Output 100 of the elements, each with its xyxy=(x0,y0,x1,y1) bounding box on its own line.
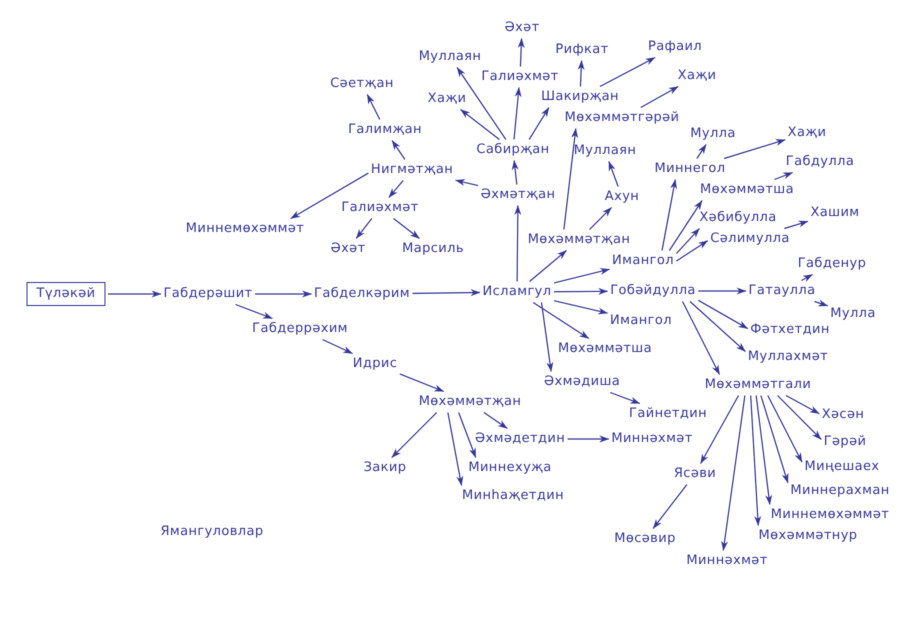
arrow xyxy=(514,205,522,282)
person-name: Муллаян xyxy=(574,143,636,159)
arrow xyxy=(696,144,707,159)
person-name: Хәбибулла xyxy=(699,210,777,226)
person-name: Ахун xyxy=(604,189,640,205)
person-name: Хәсән xyxy=(822,407,864,423)
person-name: Мөсәвир xyxy=(614,531,676,547)
person-name: Габдулла xyxy=(786,154,854,170)
person-name: Галимҗан xyxy=(348,122,422,138)
arrow xyxy=(366,94,380,120)
person-name: Миннәхмәт xyxy=(611,431,693,447)
arrow xyxy=(721,395,746,551)
person-name: Сабирҗан xyxy=(476,142,550,158)
arrow xyxy=(392,140,406,160)
person-name: Галиәхмәт xyxy=(481,69,559,85)
person-name: Муллаян xyxy=(418,49,482,65)
arrow xyxy=(760,395,788,484)
person-name: Исламгул xyxy=(482,284,552,300)
person-name: Миннерахман xyxy=(790,483,890,499)
person-name: Марсиль xyxy=(402,241,464,257)
person-name: Миннемөхәммәт xyxy=(186,221,304,237)
person-name: Гатаулла xyxy=(748,283,816,299)
person-name: Рафаил xyxy=(648,39,702,55)
family-name-label: Ямангуловлар xyxy=(160,524,264,540)
person-name: Нигмәтҗан xyxy=(370,162,454,178)
person-name: Идрис xyxy=(352,356,398,372)
arrow xyxy=(676,240,708,262)
arrow xyxy=(412,289,480,296)
arrow xyxy=(724,139,786,160)
person-name: Гайнетдин xyxy=(629,406,707,422)
person-name: Ясәви xyxy=(674,466,716,482)
arrow xyxy=(512,160,519,185)
person-name: Имангол xyxy=(612,253,674,269)
arrow xyxy=(589,207,612,230)
person-name: Шакирҗан xyxy=(541,89,619,105)
person-name: Мулла xyxy=(690,126,736,142)
arrow xyxy=(690,301,746,352)
arrow xyxy=(698,300,748,330)
arrow xyxy=(529,250,567,282)
person-name: Мөхәммәтҗан xyxy=(418,394,522,410)
person-name: Сәетҗан xyxy=(330,76,394,92)
arrow xyxy=(400,373,444,392)
person-name: Әхмәдетдин xyxy=(474,431,566,447)
person-name: Хаҗи xyxy=(428,91,466,107)
arrow xyxy=(528,107,550,140)
arrow xyxy=(554,300,608,314)
person-name: Миннехуҗа xyxy=(468,460,552,476)
person-name: Имангол xyxy=(610,313,672,329)
arrow xyxy=(455,179,478,186)
person-name: Муллахмәт xyxy=(748,349,828,365)
arrow xyxy=(356,218,372,239)
arrow xyxy=(447,412,464,486)
arrow xyxy=(255,290,312,298)
arrow xyxy=(608,161,619,187)
arrow xyxy=(456,67,506,140)
arrow xyxy=(554,288,608,295)
arrow xyxy=(568,436,610,442)
person-name: Габдеррәхим xyxy=(252,321,348,337)
person-name: Миннегол xyxy=(654,161,726,177)
arrow xyxy=(610,392,640,404)
arrow xyxy=(235,304,273,320)
arrow xyxy=(682,301,720,375)
arrow xyxy=(458,412,476,458)
arrow xyxy=(322,338,353,354)
arrow xyxy=(532,302,590,339)
person-name: Мөхәммәтҗан xyxy=(528,232,630,248)
person-name: Түләкәй xyxy=(36,286,96,302)
person-name: Хаҗи xyxy=(788,125,826,141)
arrow xyxy=(290,172,369,220)
arrow xyxy=(600,56,656,88)
person-name: Закир xyxy=(364,460,406,476)
person-name: Мөхәммәтгали xyxy=(704,377,812,393)
person-name: Мөхәммәтгәрәй xyxy=(564,110,680,126)
arrow xyxy=(767,395,803,463)
arrow xyxy=(484,412,508,429)
arrow xyxy=(676,228,700,254)
arrow xyxy=(700,395,740,464)
person-name: Әхәт xyxy=(504,20,540,36)
arrow xyxy=(652,484,688,529)
arrow xyxy=(518,38,525,67)
arrow xyxy=(774,172,794,180)
arrow xyxy=(388,180,404,198)
person-name: Мулла xyxy=(830,306,876,322)
person-name: Фәтхетдин xyxy=(750,322,830,338)
person-name: Әхмәтҗан xyxy=(480,187,556,203)
arrow xyxy=(578,60,585,87)
person-name: Миңешаех xyxy=(804,459,880,475)
person-name: Галиәхмәт xyxy=(341,200,419,216)
person-name: Гәрәй xyxy=(824,434,866,450)
person-name: Мөхәммәтнур xyxy=(758,528,858,544)
person-name: Гобәйдулла xyxy=(610,283,696,299)
arrow xyxy=(661,179,678,251)
person-name: Әхәт xyxy=(330,241,366,257)
arrow xyxy=(668,200,703,251)
arrow xyxy=(784,220,808,230)
person-name: Миннемөхәммәт xyxy=(770,507,890,523)
person-name: Хашим xyxy=(810,205,860,221)
arrow xyxy=(777,395,822,440)
person-name: Минһаҗетдин xyxy=(462,488,564,504)
arrow xyxy=(801,274,813,282)
